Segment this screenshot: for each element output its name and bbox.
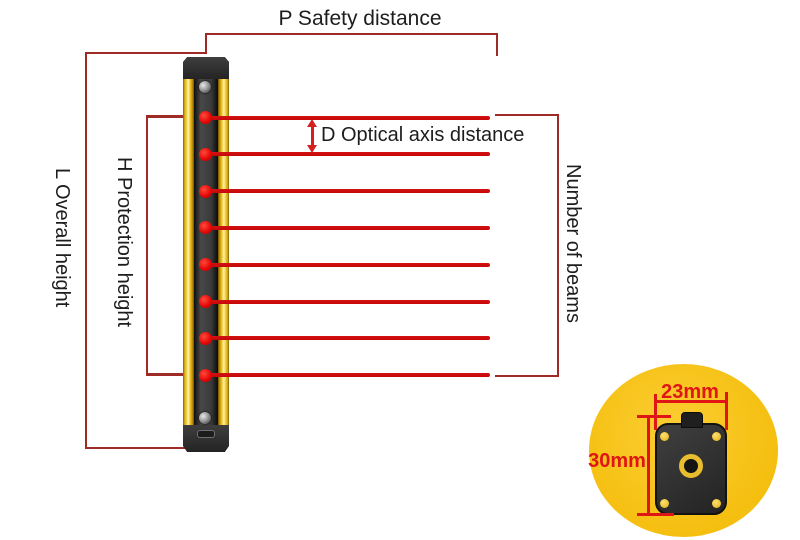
beam-count-bracket-top-arm <box>495 114 559 116</box>
cross-section-center-ring <box>679 454 703 478</box>
label-safety-distance: P Safety distance <box>278 7 442 30</box>
beam-line <box>205 336 490 341</box>
overall-height-bracket-top-arm <box>85 52 207 54</box>
beam-line <box>205 299 490 304</box>
beam-line <box>205 373 490 378</box>
beam-dot <box>198 184 212 198</box>
beam-line <box>205 225 490 230</box>
device-right-rail <box>218 70 229 430</box>
beam-line <box>205 189 490 194</box>
cross-section-screw-hole <box>660 499 669 508</box>
overall-height-bracket-bottom-arm <box>85 447 206 449</box>
cross-section-top-tab <box>681 412 703 428</box>
beam-count-bracket-bottom-arm <box>495 375 559 377</box>
device-bottom-slot <box>197 430 215 438</box>
protection-height-bracket-top-arm <box>146 115 206 118</box>
protection-height-bracket-vertical <box>146 116 148 376</box>
inset-width-label: 23mm <box>661 381 719 403</box>
beam-line <box>205 115 490 120</box>
protection-height-bracket-bottom-arm <box>146 373 206 376</box>
beam-dot <box>198 221 212 235</box>
inset-height-dim-top-tick <box>637 415 671 418</box>
label-number-of-beams: Number of beams <box>562 164 584 323</box>
beam-line <box>205 152 490 157</box>
beam-line <box>205 262 490 267</box>
beam-dot <box>198 111 212 124</box>
beam-dot <box>198 295 212 308</box>
device-left-rail <box>183 70 194 430</box>
safety-distance-bracket-left-tick <box>205 33 207 54</box>
optical-axis-arrow-shaft <box>311 125 314 147</box>
beam-dot <box>198 368 212 382</box>
label-protection-height: H Protection height <box>113 157 135 328</box>
label-optical-axis-distance: D Optical axis distance <box>321 124 525 146</box>
cross-section-screw-hole <box>712 499 721 508</box>
overall-height-bracket-vertical <box>85 52 87 449</box>
device-top-screw <box>199 81 211 93</box>
cross-section-screw-hole <box>660 432 669 441</box>
beam-dot <box>198 147 212 161</box>
label-overall-height: L Overall height <box>51 168 73 308</box>
inset-width-dim-right-tick <box>725 392 728 430</box>
inset-height-dim-line <box>647 416 650 516</box>
beam-dot <box>198 258 212 272</box>
device-top-cap <box>183 57 229 79</box>
inset-height-dim-bottom-tick <box>637 513 674 516</box>
beam-count-bracket-vertical <box>557 114 559 377</box>
inset-height-label: 30mm <box>588 450 646 472</box>
cross-section-screw-hole <box>712 432 721 441</box>
optical-axis-arrow-down-icon <box>307 145 317 153</box>
device-bottom-screw <box>199 412 211 424</box>
inset-width-dim-left-tick <box>654 394 657 430</box>
optical-axis-arrow-up-icon <box>307 119 317 127</box>
safety-distance-bracket-right-tick <box>496 33 498 56</box>
safety-distance-bracket-line <box>205 33 498 35</box>
device-bottom-cap <box>183 425 229 452</box>
inset-width-dim-line <box>654 400 728 403</box>
beam-dot <box>198 331 212 345</box>
